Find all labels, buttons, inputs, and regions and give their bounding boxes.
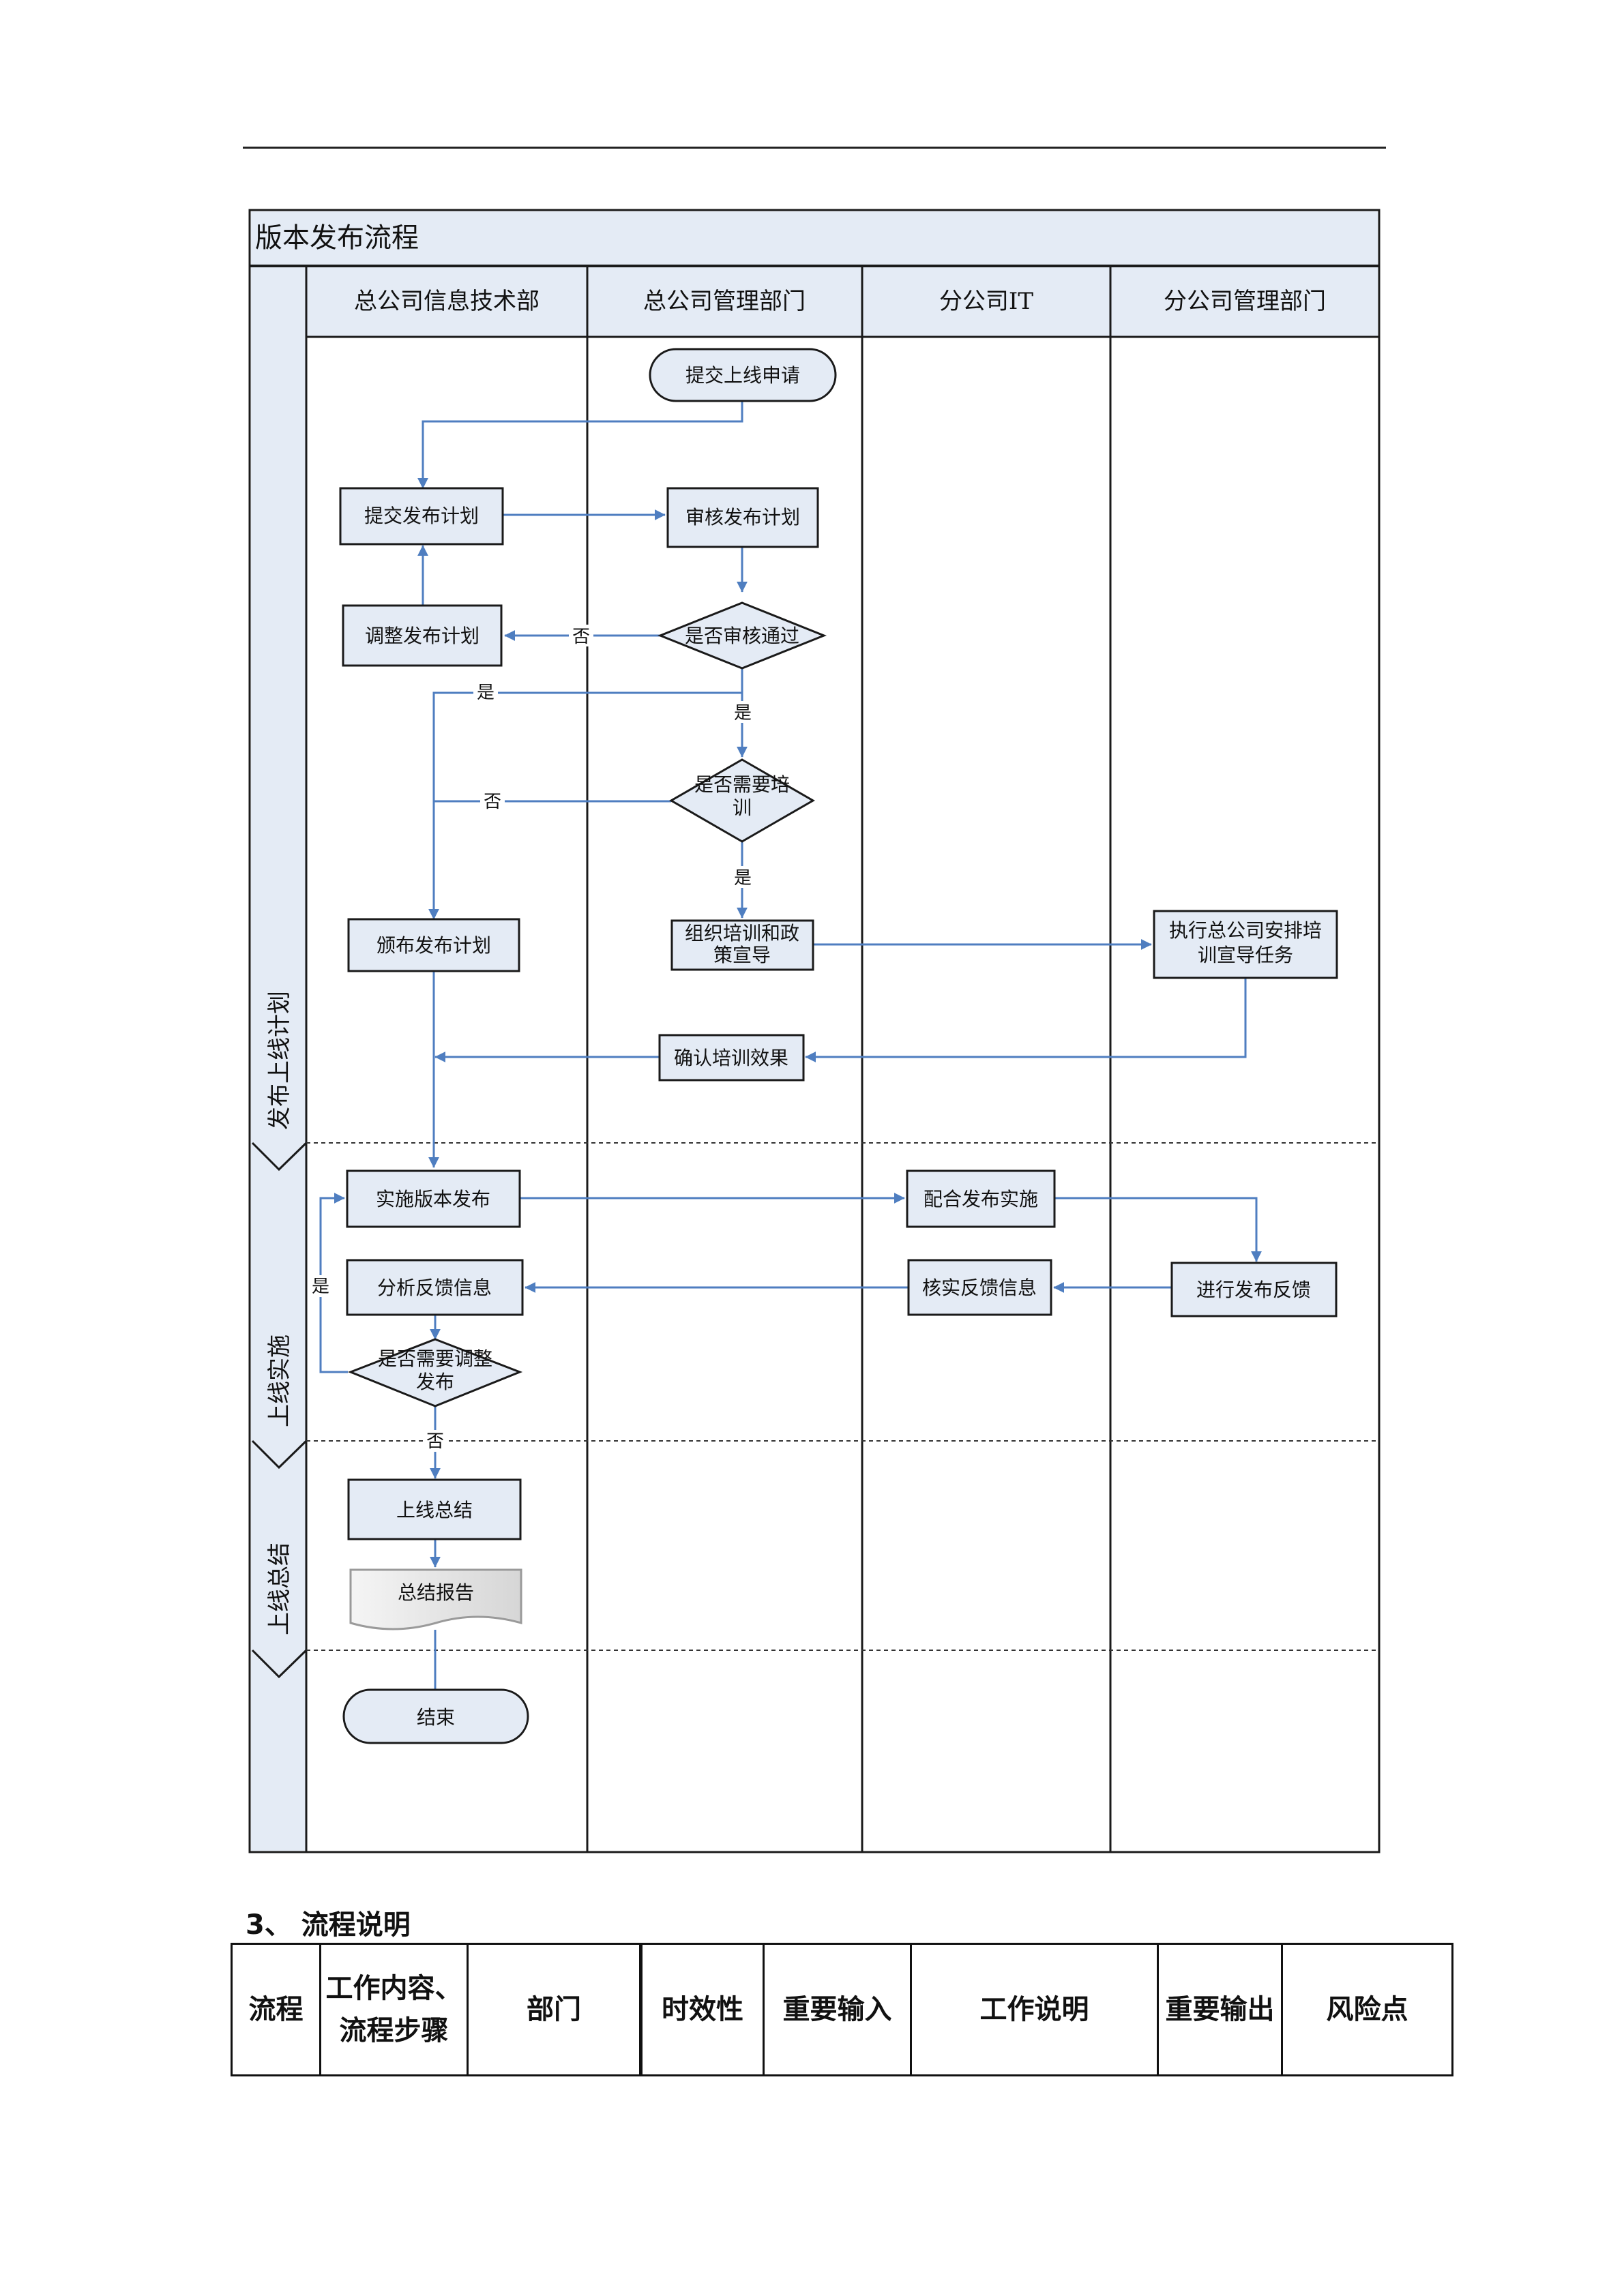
edge-label-no-adjust: 否 bbox=[426, 1431, 444, 1452]
node-confirm-effect bbox=[658, 1034, 805, 1082]
node-organize-training bbox=[670, 919, 814, 971]
label-assist-release: 配合发布实施 bbox=[924, 1188, 1038, 1210]
node-analyze-feedback bbox=[346, 1259, 524, 1316]
node-implement-release bbox=[346, 1169, 521, 1228]
node-need-training bbox=[668, 758, 816, 843]
label-publish-plan: 颁布发布计划 bbox=[377, 934, 491, 957]
label-confirm-effect: 确认培训效果 bbox=[674, 1047, 788, 1069]
label-need-training-1: 是否需要培 bbox=[694, 773, 790, 796]
phase-label-implement: 上线实施 bbox=[266, 1335, 293, 1427]
node-adjust-plan bbox=[342, 604, 503, 667]
label-submit-plan: 提交发布计划 bbox=[364, 505, 479, 527]
label-need-training-2: 训 bbox=[733, 796, 752, 819]
node-submit-request bbox=[649, 348, 837, 402]
edge-label-no-review: 否 bbox=[572, 627, 590, 647]
node-assist-release bbox=[906, 1169, 1056, 1228]
process-description-table: 流程 工作内容、流程步骤 部门 时效性 重要输入 工作说明 重要输出 风险点 bbox=[231, 1943, 1453, 2076]
section-heading: 3、 流程说明 bbox=[246, 1909, 411, 1941]
release-flowchart: 版本发布流程 总公司信息技术部 总公司管理部门 分公司IT 分公司管理部门 发布… bbox=[248, 209, 1381, 1853]
lane-header-branch-mgmt: 分公司管理部门 bbox=[1164, 288, 1326, 315]
node-verify-feedback bbox=[907, 1259, 1052, 1316]
label-execute-training-2: 训宣导任务 bbox=[1198, 944, 1293, 966]
label-summary-report: 总结报告 bbox=[398, 1581, 474, 1604]
node-submit-plan bbox=[339, 487, 504, 546]
label-review-plan: 审核发布计划 bbox=[685, 506, 800, 528]
node-execute-training bbox=[1153, 910, 1338, 979]
page-header-rule bbox=[243, 147, 1386, 149]
lane-header-branch-it: 分公司IT bbox=[939, 288, 1033, 315]
label-implement-release: 实施版本发布 bbox=[376, 1188, 490, 1210]
phase-label-plan: 发布上线计划 bbox=[266, 991, 293, 1130]
node-need-adjust bbox=[347, 1338, 523, 1407]
lane-header-hq-mgmt: 总公司管理部门 bbox=[643, 288, 806, 315]
phase-label-summary: 上线总结 bbox=[266, 1542, 293, 1635]
node-give-feedback bbox=[1170, 1262, 1338, 1317]
edge-label-yes-training: 是 bbox=[734, 868, 752, 889]
edge-label-no-training: 否 bbox=[484, 792, 501, 812]
node-review-passed bbox=[657, 601, 827, 670]
col-header-process: 流程 bbox=[231, 1943, 321, 2076]
label-review-passed: 是否审核通过 bbox=[685, 625, 799, 647]
label-organize-training-1: 组织培训和政 bbox=[685, 922, 799, 944]
edge-label-yes-review-down: 是 bbox=[734, 703, 752, 724]
label-submit-request: 提交上线申请 bbox=[685, 364, 800, 387]
label-launch-summary: 上线总结 bbox=[396, 1499, 473, 1521]
label-end: 结束 bbox=[417, 1706, 455, 1729]
lane-header-hq-it: 总公司信息技术部 bbox=[354, 288, 540, 315]
phase-strip bbox=[251, 267, 306, 1851]
diagram-title-bar bbox=[251, 211, 1378, 266]
col-header-key-input: 重要输入 bbox=[763, 1943, 912, 2076]
label-need-adjust-1: 是否需要调整 bbox=[378, 1347, 492, 1370]
diagram-title: 版本发布流程 bbox=[255, 222, 419, 254]
col-header-key-output: 重要输出 bbox=[1157, 1943, 1283, 2076]
col-header-risk: 风险点 bbox=[1281, 1943, 1453, 2076]
edge-label-yes-adjust: 是 bbox=[312, 1277, 329, 1297]
edge-label-yes-review-left: 是 bbox=[477, 683, 494, 703]
node-publish-plan bbox=[347, 918, 520, 972]
label-analyze-feedback: 分析反馈信息 bbox=[377, 1277, 492, 1299]
table-header-row: 流程 工作内容、流程步骤 部门 时效性 重要输入 工作说明 重要输出 风险点 bbox=[231, 1943, 1453, 2076]
label-adjust-plan: 调整发布计划 bbox=[365, 625, 479, 647]
node-launch-summary bbox=[347, 1478, 522, 1540]
node-summary-report bbox=[349, 1568, 522, 1630]
node-review-plan bbox=[666, 487, 819, 548]
col-header-department: 部门 bbox=[467, 1943, 642, 2076]
node-end bbox=[342, 1688, 529, 1744]
col-header-work-description: 工作说明 bbox=[910, 1943, 1159, 2076]
label-need-adjust-2: 发布 bbox=[416, 1371, 454, 1393]
label-give-feedback: 进行发布反馈 bbox=[1196, 1279, 1311, 1301]
col-header-work-content: 工作内容、流程步骤 bbox=[319, 1943, 469, 2076]
col-header-timeliness: 时效性 bbox=[639, 1943, 765, 2076]
label-organize-training-2: 策宣导 bbox=[713, 944, 771, 966]
label-verify-feedback: 核实反馈信息 bbox=[922, 1277, 1037, 1299]
label-execute-training-1: 执行总公司安排培 bbox=[1169, 919, 1322, 942]
